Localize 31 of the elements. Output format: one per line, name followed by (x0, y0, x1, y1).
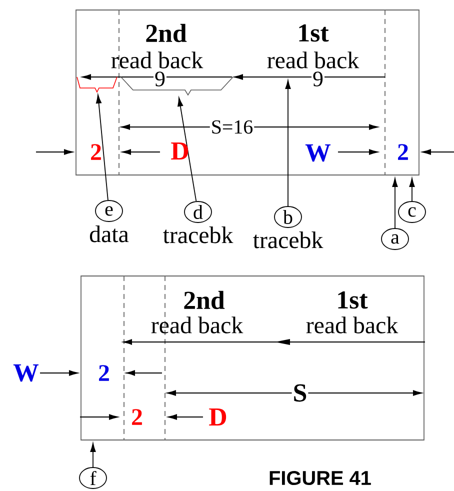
marker-label: 2 (132, 409, 142, 425)
leader-line (178, 97, 197, 202)
marker-label: D (171, 142, 188, 160)
leader-line (90, 443, 96, 468)
callout-caption: data (90, 225, 129, 242)
marker-label: 2 (91, 144, 101, 160)
leader-line (96, 94, 108, 201)
heading-text: read back (267, 52, 360, 68)
dimension-label: S (292, 383, 308, 403)
heading-text: read back (111, 52, 204, 68)
heading-text: read back (306, 316, 398, 334)
brace (76, 76, 118, 93)
callout-caption: tracebk (253, 231, 324, 248)
figure-title: FIGURE 41 (270, 470, 371, 486)
leader-line (285, 80, 291, 206)
heading-text: 2nd (184, 290, 225, 310)
marker-label: W (305, 144, 331, 162)
heading-text: 1st (338, 291, 368, 309)
marker-label: W (13, 364, 39, 382)
dimension-label: 9 (312, 70, 324, 88)
heading-text: 2nd (146, 24, 187, 42)
heading-text: 1st (299, 24, 329, 42)
marker-label: 2 (398, 144, 408, 160)
dimension-label: S=16 (210, 119, 254, 135)
callout-caption: tracebk (163, 226, 234, 244)
marker-label: D (209, 408, 226, 426)
marker-label: 2 (99, 365, 109, 381)
leader-line (392, 178, 398, 228)
leader-line (409, 178, 415, 202)
heading-text: read back (151, 316, 244, 334)
dimension-label: 9 (154, 70, 166, 88)
